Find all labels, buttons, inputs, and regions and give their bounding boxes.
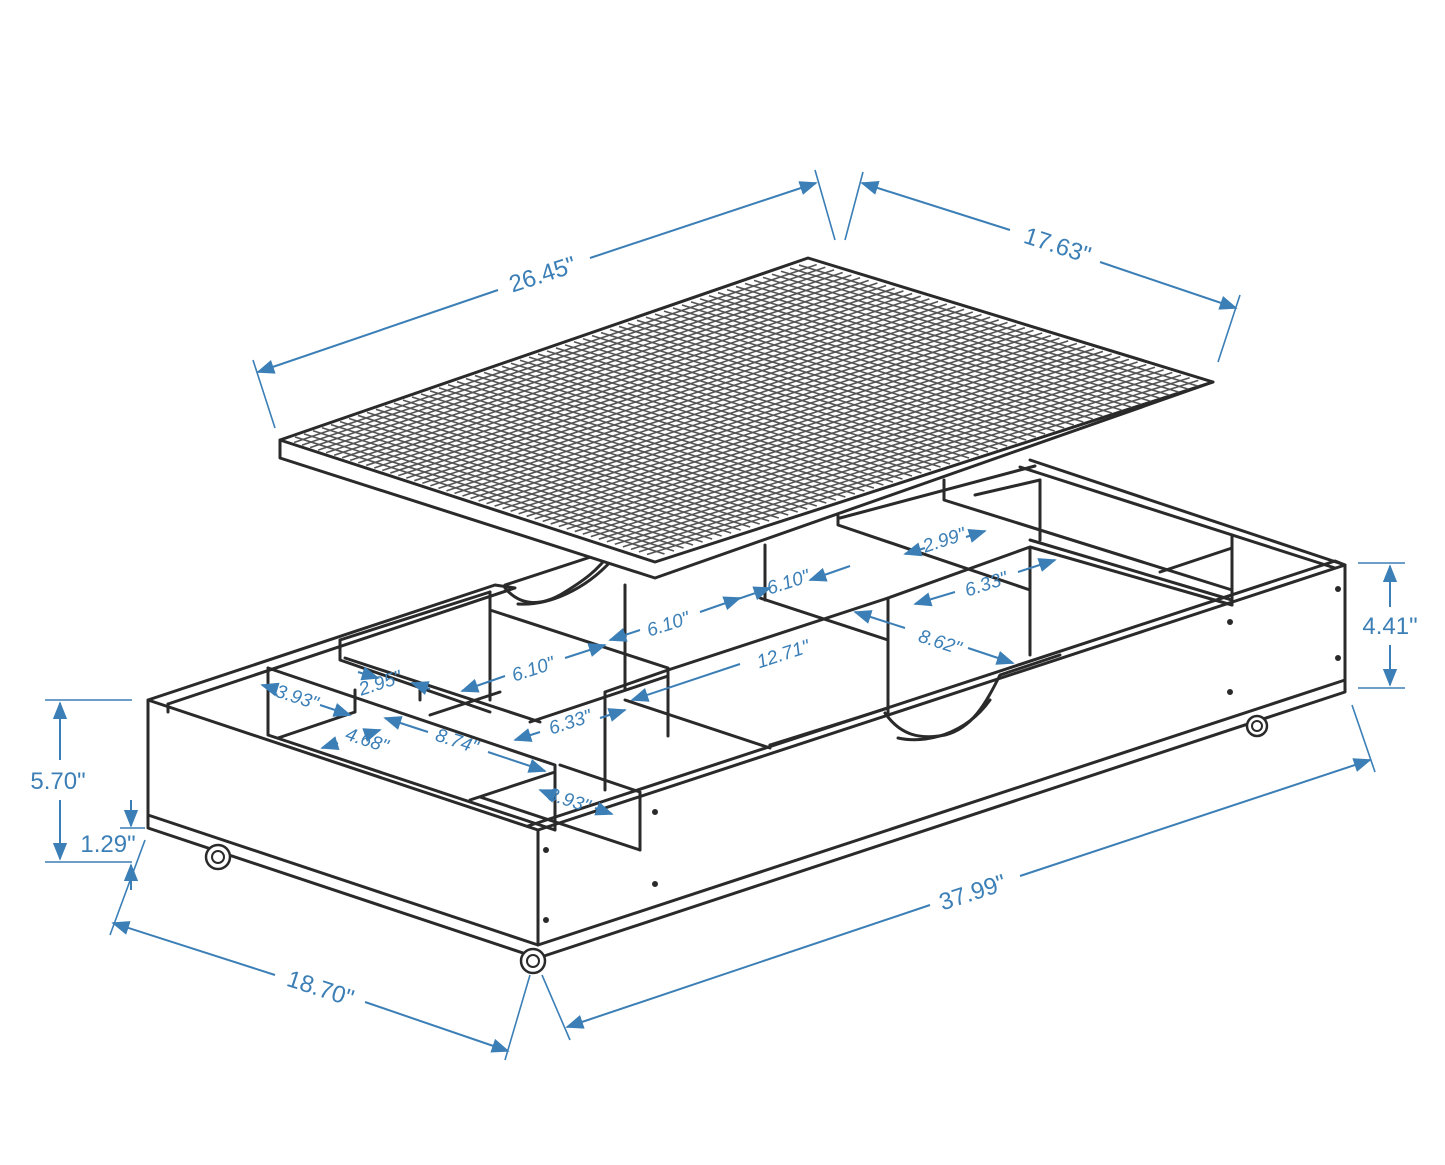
dim-tray-length: 37.99" (936, 869, 1010, 916)
dim-lid-length: 26.45" (506, 251, 580, 298)
dim-compartment-i: 2.95" (355, 667, 405, 701)
dim-wheel-height: 1.29" (80, 831, 135, 858)
dim-tray-height: 5.70" (30, 768, 85, 795)
drawer-tray (146, 458, 1347, 960)
dim-compartment-e: 6.33" (962, 568, 1011, 602)
dim-compartment-c: 6.10" (509, 653, 558, 687)
dim-compartment-k: 4.68" (343, 724, 392, 758)
caster-wheels (204, 714, 1269, 975)
grid-lid (278, 256, 1215, 580)
dimension-lines (45, 169, 1405, 1061)
dim-compartment-d: 2.99" (919, 524, 969, 558)
dim-compartment-a: 6.10" (764, 566, 813, 600)
dim-compartment-l: 8.74" (433, 725, 482, 759)
dim-compartment-j: 3.93" (273, 681, 322, 715)
dim-lid-width: 17.63" (1021, 222, 1095, 269)
lid-grid-pattern (293, 263, 1199, 556)
dim-compartment-b: 6.10" (644, 608, 693, 642)
dim-tray-width: 18.70" (284, 965, 358, 1012)
dim-side-height: 4.41" (1362, 613, 1417, 640)
dim-compartment-g: 12.71" (754, 636, 813, 673)
dim-compartment-f: 8.62" (916, 626, 965, 660)
dim-compartment-h: 6.33" (546, 706, 595, 740)
